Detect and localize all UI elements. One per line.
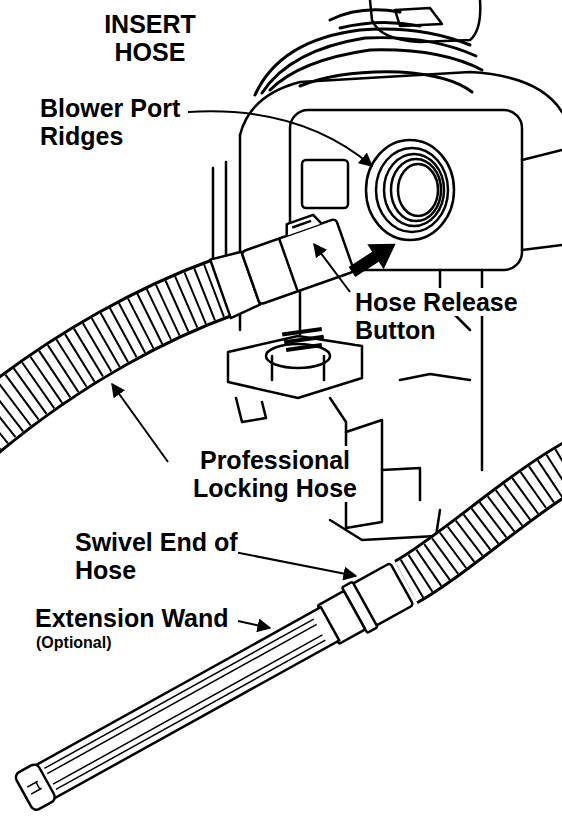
note-label-box: (Optional) xyxy=(36,634,156,652)
swivel-and-wand xyxy=(11,561,414,816)
title: INSERT HOSE xyxy=(104,10,196,66)
part-label: Blower Port Ridges xyxy=(40,94,180,150)
part-label-box: Blower Port Ridges xyxy=(40,94,210,150)
note-label: (Optional) xyxy=(36,634,112,651)
part-label: Extension Wand xyxy=(35,604,229,632)
part-label: Hose Release Button xyxy=(355,288,518,344)
power-cord xyxy=(255,10,482,95)
part-label: Swivel End of Hose xyxy=(75,528,238,584)
lower-hose xyxy=(406,458,562,582)
clip-grille xyxy=(282,327,324,352)
part-label: Professional Locking Hose xyxy=(193,446,357,502)
part-label-box: Professional Locking Hose xyxy=(160,446,390,502)
insert-arrow xyxy=(344,231,404,284)
part-label-box: Swivel End of Hose xyxy=(75,528,245,584)
blower-port xyxy=(366,140,454,240)
locking-hose xyxy=(0,287,224,430)
part-label-box: Hose Release Button xyxy=(355,288,555,344)
title-box: INSERT HOSE xyxy=(88,10,212,66)
hose-cuff xyxy=(208,208,356,318)
part-label-box: Extension Wand xyxy=(35,604,275,632)
